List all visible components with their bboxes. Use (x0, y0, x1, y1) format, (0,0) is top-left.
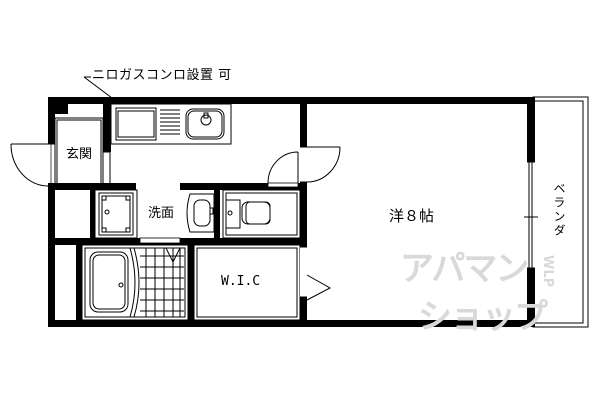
washroom-label: 洗面 (148, 206, 175, 221)
kitchen-counter (110, 103, 232, 145)
outer-walls (48, 97, 535, 327)
entrance-label: 玄関 (66, 147, 93, 162)
bathtub (89, 251, 129, 313)
washing-machine-pan (48, 189, 138, 242)
kitchen-door-swing (267, 151, 299, 184)
sink (185, 108, 225, 140)
entrance-door-swing (10, 143, 49, 187)
wic-label: W.I.C (221, 274, 261, 289)
western-room-label: 洋８帖 (389, 207, 435, 225)
watermark-line1: アパマン (400, 249, 529, 289)
washbasin (186, 190, 220, 242)
watermark-line2: ショップ (418, 297, 548, 337)
toilet (222, 189, 301, 239)
bathroom (81, 244, 189, 321)
gas-stove-note: ニロガスコンロ設置 可 (92, 68, 232, 83)
watermark-small: WLP (540, 255, 555, 288)
wic-door-symbol (306, 274, 332, 301)
veranda-label: ベランダ (552, 182, 566, 238)
annotation-leader-line (83, 76, 113, 99)
room-door-swing (306, 146, 341, 183)
